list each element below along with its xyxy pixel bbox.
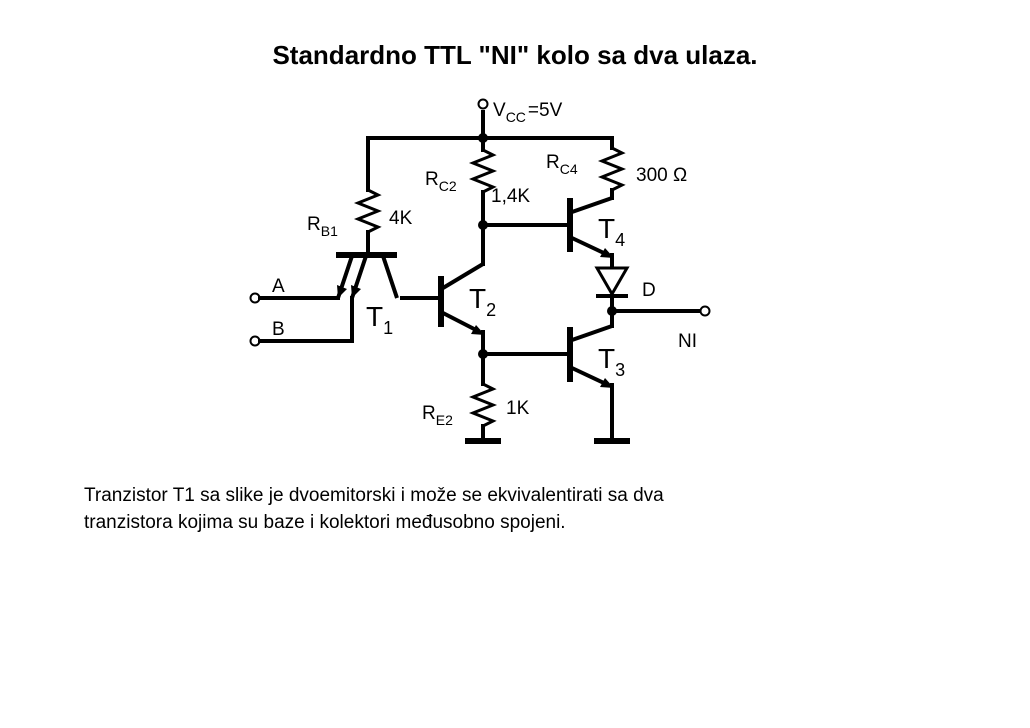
input-a-wire [249,292,340,304]
resistor-re2 [465,352,501,444]
input-a-label: A [272,276,285,297]
t3-label: T3 [598,343,625,380]
input-b-wire [249,296,354,347]
rc2-label: RC2 [425,169,457,194]
transistor-t4 [481,196,614,270]
re2-label: RE2 [422,403,453,428]
resistor-rc2 [468,136,498,230]
output-label: NI [678,331,697,352]
resistor-rc4 [597,136,627,200]
diode-d [594,266,630,316]
vcc-label: VCC=5V [493,100,563,125]
input-b-label: B [272,319,285,340]
output-wire [610,305,711,317]
rc4-value: 300 Ω [636,165,687,186]
re2-value: 1K [506,398,530,419]
rb1-label: RB1 [307,214,338,239]
rc2-value: 1,4K [491,186,530,207]
transistor-t2 [438,223,488,359]
t2-label: T2 [469,283,496,320]
transistor-t1 [336,252,440,300]
rb1-value: 4K [389,208,413,229]
resistor-rb1 [353,136,383,254]
t4-label: T4 [598,213,625,250]
transistor-t3 [481,309,630,444]
description-line: tranzistora kojima su baze i kolektori m… [84,512,566,533]
description-line: Tranzistor T1 sa slike je dvoemitorski i… [84,485,664,506]
vcc-rail [366,98,614,143]
slide-title: Standardno TTL "NI" kolo sa dva ulaza. [272,40,758,70]
t1-label: T1 [366,301,393,338]
description-text: Tranzistor T1 sa slike je dvoemitorski i… [84,482,984,536]
rc4-label: RC4 [546,152,578,177]
diode-label: D [642,280,656,301]
